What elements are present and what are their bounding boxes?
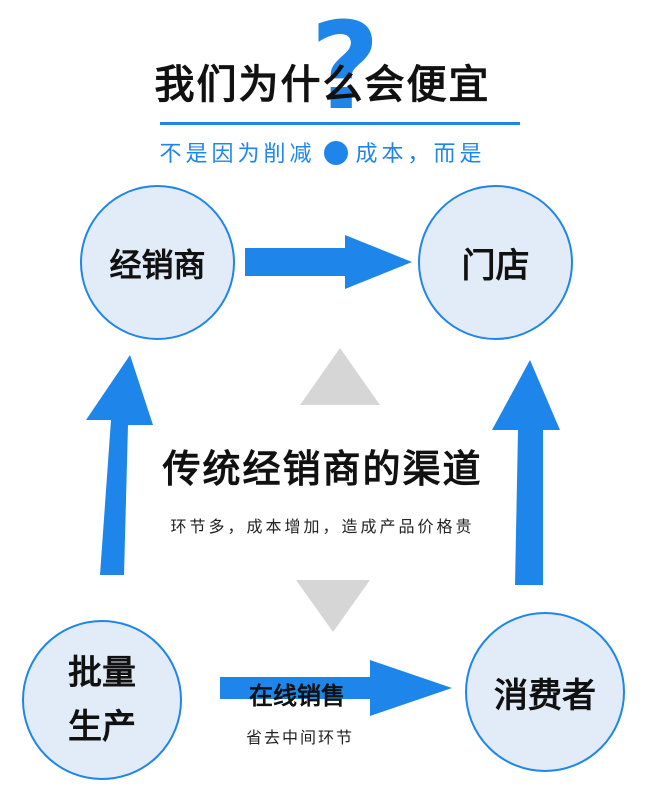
online-sales-label: 在线销售 [249, 682, 345, 710]
online-sales-subtitle: 省去中间环节 [245, 728, 354, 747]
node-consumer: 消费者 [465, 612, 625, 772]
up-triangle-decor [300, 348, 380, 405]
down-triangle-decor [296, 580, 370, 632]
node-store: 门店 [418, 185, 573, 340]
node-store-label: 门店 [461, 246, 530, 286]
arrow-online-sales [220, 660, 452, 716]
node-dealer-label: 经销商 [109, 245, 206, 284]
question-mark-icon: ? [310, 0, 380, 137]
subtitle-before: 不是因为削减 [159, 142, 316, 167]
node-dealer: 经销商 [80, 185, 235, 340]
dot-icon [323, 141, 348, 165]
page-title: 我们为什么会便宜 [154, 62, 491, 108]
arrow-batch-to-dealer [86, 355, 153, 575]
subtitle: 不是因为削减 成本，而是 [0, 136, 645, 168]
node-batch-production: 批量生产 [22, 620, 182, 780]
arrow-consumer-to-store [492, 360, 560, 585]
center-subtitle: 环节多，成本增加，造成产品价格贵 [170, 517, 475, 536]
node-batch-label: 批量生产 [68, 653, 136, 747]
node-consumer-label: 消费者 [494, 675, 596, 716]
arrow-dealer-to-store [245, 235, 412, 289]
subtitle-after: 成本，而是 [355, 142, 486, 167]
title-underline [160, 122, 520, 125]
center-title: 传统经销商的渠道 [162, 447, 483, 491]
